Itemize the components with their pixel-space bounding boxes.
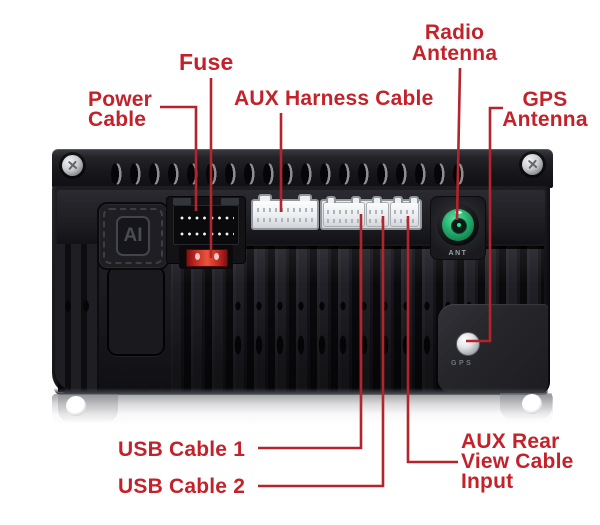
logo-emblem: AI bbox=[116, 216, 150, 256]
connector-tab bbox=[298, 194, 312, 201]
logo-plate: AI bbox=[97, 202, 169, 270]
pin-row bbox=[178, 214, 234, 222]
pin-strip bbox=[327, 210, 361, 214]
lower-left-panel bbox=[99, 248, 171, 391]
fuse-recess bbox=[179, 245, 233, 269]
antenna-jack-ring bbox=[437, 204, 479, 246]
aux-rear-view-cable-label: AUX Rear View Cable Input bbox=[461, 430, 574, 493]
connector-tab bbox=[409, 196, 419, 203]
connector-latch bbox=[221, 198, 239, 205]
reflection bbox=[52, 394, 553, 426]
power-cable-label: Power Cable bbox=[88, 88, 153, 131]
antenna-jack-green-ring bbox=[442, 209, 474, 241]
power-connector-pins bbox=[173, 205, 239, 245]
usb-2-aux-connector bbox=[391, 196, 419, 226]
power-connector bbox=[166, 196, 246, 269]
connector-tab bbox=[393, 196, 403, 203]
connector-group bbox=[320, 196, 422, 230]
vent-holes-small bbox=[228, 296, 474, 316]
head-unit-rear-panel: AI bbox=[52, 149, 553, 395]
radio-antenna-label: Radio Antenna bbox=[411, 21, 498, 65]
radio-antenna-jack: ANT bbox=[430, 196, 486, 260]
chassis-top-bar bbox=[52, 149, 553, 188]
fuse-holder bbox=[186, 249, 228, 267]
gps-port-label: GPS bbox=[451, 360, 474, 367]
aux-harness-connector bbox=[251, 194, 319, 230]
antenna-jack-pin bbox=[457, 223, 461, 227]
chassis-body: AI bbox=[52, 186, 550, 395]
rear-right-panel: GPS bbox=[438, 304, 548, 392]
pin-row bbox=[178, 230, 234, 238]
pin-strip bbox=[327, 219, 361, 223]
logo-text: AI bbox=[123, 225, 143, 246]
usb-1-connector bbox=[367, 196, 388, 226]
pin-strip bbox=[394, 219, 418, 223]
gps-antenna-jack bbox=[456, 332, 480, 356]
connector-tab bbox=[351, 196, 361, 203]
left-side-panel bbox=[55, 244, 101, 391]
gps-antenna-label: GPS Antenna bbox=[502, 88, 588, 131]
fuse-label: Fuse bbox=[179, 49, 234, 75]
usb-cable-1-label: USB Cable 1 bbox=[118, 438, 246, 461]
antenna-jack-socket bbox=[451, 218, 467, 234]
aux-harness-cable-label: AUX Harness Cable bbox=[234, 87, 434, 110]
connector-cell bbox=[324, 196, 364, 226]
glint bbox=[455, 210, 462, 214]
pin-strip bbox=[257, 218, 313, 222]
pin-strip bbox=[369, 219, 386, 223]
connector-tab bbox=[326, 196, 336, 203]
vent-slots bbox=[106, 161, 468, 187]
connector-tab bbox=[372, 196, 382, 203]
embossed-panel bbox=[107, 266, 165, 356]
screw-top-left-icon bbox=[62, 155, 83, 176]
connector-latch bbox=[173, 198, 191, 205]
usb-cable-2-label: USB Cable 2 bbox=[118, 475, 246, 498]
radio-port-label: ANT bbox=[448, 250, 468, 257]
reflection-screw-hole-right bbox=[522, 394, 542, 414]
reflection-screw-hole-left bbox=[66, 396, 86, 416]
pin-strip bbox=[369, 210, 386, 214]
connector-tab bbox=[258, 194, 272, 201]
pin-strip bbox=[394, 210, 418, 214]
screw-top-right-icon bbox=[522, 154, 543, 175]
pin-strip bbox=[257, 208, 313, 212]
